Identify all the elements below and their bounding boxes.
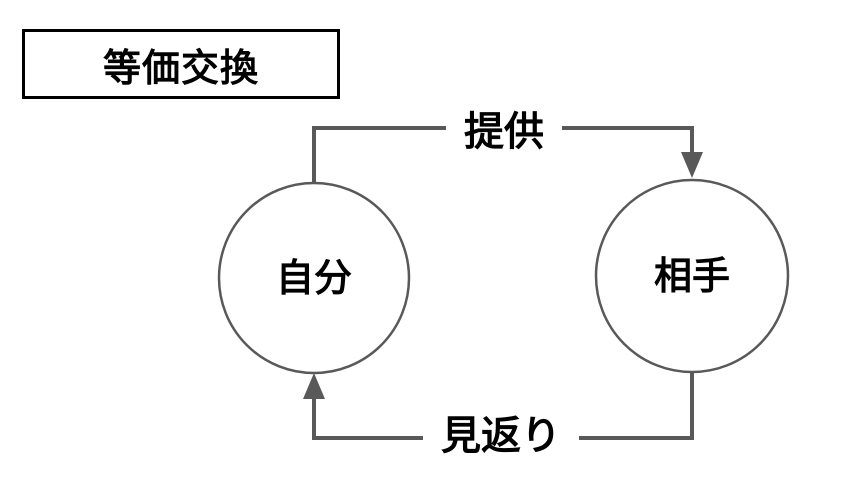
diagram-title: 等価交換 xyxy=(102,47,259,90)
reward-arrowhead-icon xyxy=(303,373,325,399)
reward-edge-label: 見返り xyxy=(423,412,579,460)
partner-node-circle xyxy=(594,178,790,374)
self-node-label: 自分 xyxy=(275,258,353,300)
provide-edge-label: 提供 xyxy=(446,108,562,156)
partner-node-label: 相手 xyxy=(653,256,731,298)
self-node-circle xyxy=(217,181,411,375)
title-box: 等価交換 xyxy=(22,29,340,99)
provide-arrowhead-icon xyxy=(681,152,703,178)
